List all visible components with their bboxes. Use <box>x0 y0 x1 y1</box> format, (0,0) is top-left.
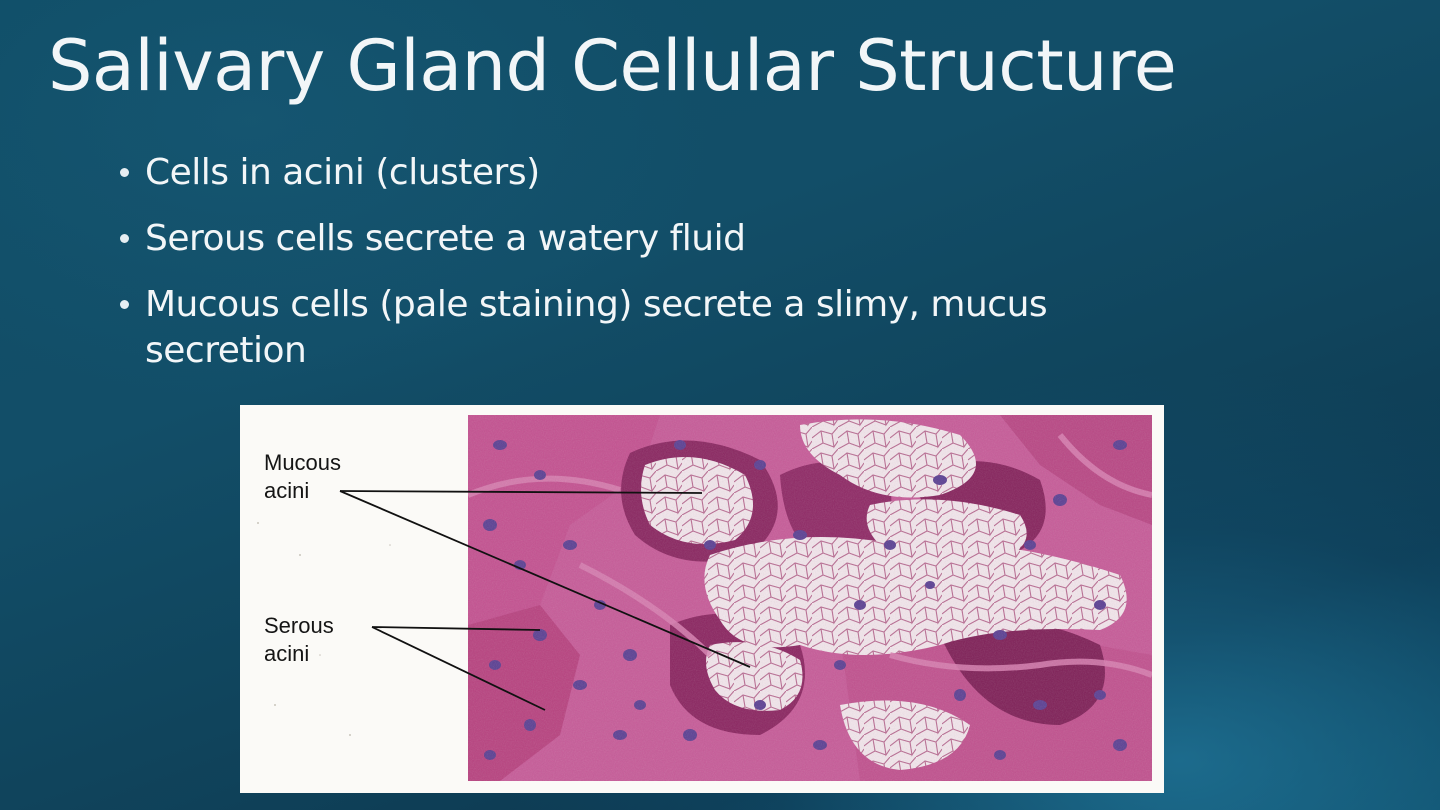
label-mucous-acini: Mucous acini <box>264 449 341 505</box>
label-line: Serous <box>264 613 334 638</box>
bullet-text: Serous cells secrete a watery fluid <box>145 218 746 259</box>
micrograph-illustration <box>257 415 1152 781</box>
bullet-dot-icon <box>120 300 129 309</box>
label-line: Mucous <box>264 450 342 475</box>
bullet-dot-icon <box>120 234 129 243</box>
bullet-dot-icon <box>120 168 129 177</box>
label-serous-acini: Serous acini <box>264 612 334 668</box>
bullet-item: Serous cells secrete a watery fluid <box>118 216 1058 262</box>
tissue-section <box>468 415 1152 781</box>
bullet-text: Cells in acini (clusters) <box>145 152 540 193</box>
slide-title: Salivary Gland Cellular Structure <box>48 25 1177 107</box>
bullet-item: Cells in acini (clusters) <box>118 150 1058 196</box>
bullet-item: Mucous cells (pale staining) secrete a s… <box>118 282 1058 374</box>
bullet-text: Mucous cells (pale staining) secrete a s… <box>145 284 1048 371</box>
histology-figure: Mucous acini Serous acini <box>240 405 1164 793</box>
label-line: acini <box>264 641 310 666</box>
leader-lines <box>339 490 751 711</box>
bullet-list: Cells in acini (clusters) Serous cells s… <box>118 150 1058 394</box>
label-line: acini <box>264 478 310 503</box>
paper-specks <box>257 522 391 736</box>
